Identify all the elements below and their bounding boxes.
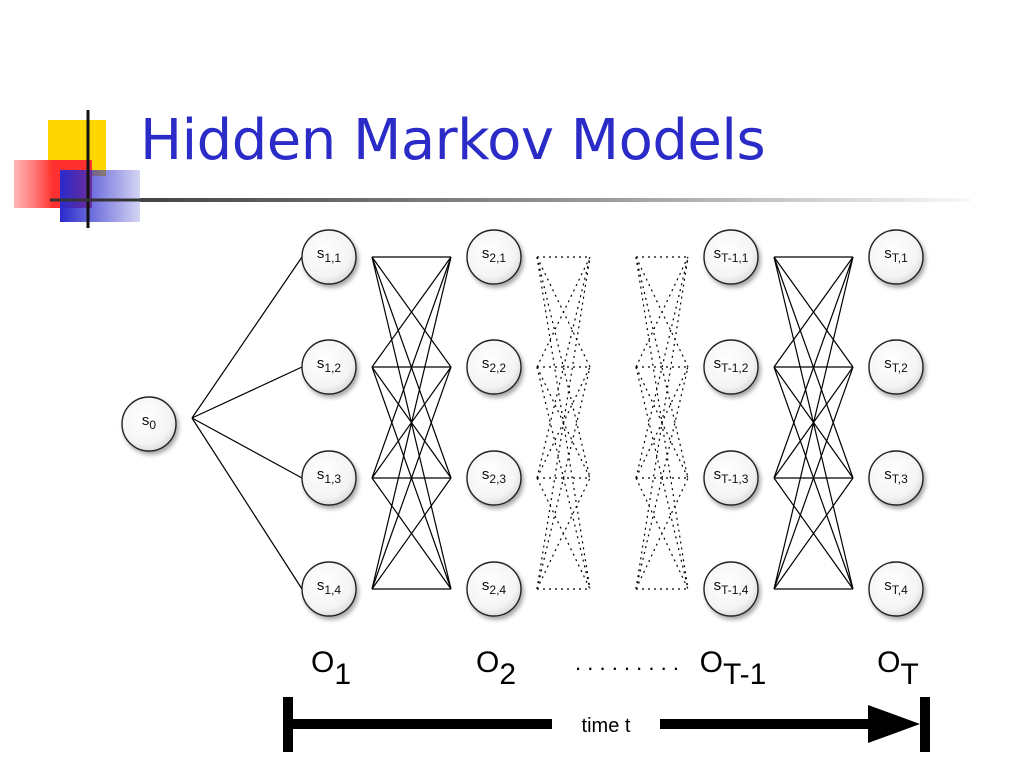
transition-edges — [191, 256, 854, 590]
title-decoration — [14, 110, 140, 228]
dotted-edge-left-4-1 — [536, 256, 591, 590]
state-node-4-2-label: sT,2 — [884, 355, 908, 375]
dotted-edge-right-4-1 — [635, 256, 689, 590]
state-node-3-2: sT-1,2 — [703, 339, 759, 395]
state-node-1-1-label: s1,1 — [317, 245, 342, 265]
dotted-edge-left-3-1 — [536, 256, 591, 479]
state-node-4-4: sT,4 — [868, 561, 924, 617]
timeline-end-tick — [920, 697, 930, 752]
start-edge-1 — [191, 256, 303, 419]
state-node-4-2: sT,2 — [868, 339, 924, 395]
state-node-1-2-label: s1,2 — [317, 355, 342, 375]
dotted-edge-left-1-3 — [536, 256, 591, 479]
transition-edge-T-3-1 — [773, 256, 854, 479]
state-node-4-3-label: sT,3 — [884, 466, 908, 486]
state-node-4-1: sT,1 — [868, 229, 924, 285]
observation-label-3: OT-1 — [700, 646, 767, 691]
transition-edge-1-2-2-1 — [371, 256, 452, 368]
state-node-1-3: s1,3 — [301, 450, 357, 506]
state-node-2-3: s2,3 — [466, 450, 522, 506]
state-node-2-2-label: s2,2 — [482, 355, 507, 375]
transition-edge-T-4-2 — [773, 366, 854, 590]
state-node-1-3-label: s1,3 — [317, 466, 342, 486]
state-nodes: s0 s1,1 s1,2 s1,3 s1,4 s2,1 s2,2 s2,3 s2,4 sT-1,1… — [121, 229, 924, 617]
transition-edge-1-2-3-1 — [371, 256, 452, 479]
state-node-3-3-label: sT-1,3 — [714, 466, 749, 486]
transition-edge-1-2-4-2 — [371, 366, 452, 590]
transition-edge-1-2-4-3 — [371, 477, 452, 590]
state-node-4-3: sT,3 — [868, 450, 924, 506]
slide-title: Hidden Markov Models — [140, 108, 766, 173]
state-node-2-3-label: s2,3 — [482, 466, 507, 486]
timeline-label: time t — [582, 715, 631, 737]
start-edge-4 — [191, 417, 303, 590]
state-node-1-4: s1,4 — [301, 561, 357, 617]
state-node-start: s0 — [121, 396, 177, 452]
dotted-edge-left-4-3 — [536, 477, 591, 590]
dotted-edge-right-1-3 — [635, 256, 689, 479]
dotted-edge-left-2-1 — [536, 256, 591, 368]
dotted-edge-right-4-3 — [635, 477, 689, 590]
state-node-start-label: s0 — [142, 412, 157, 432]
state-node-1-1: s1,1 — [301, 229, 357, 285]
state-node-1-4-label: s1,4 — [317, 577, 342, 597]
state-node-3-3: sT-1,3 — [703, 450, 759, 506]
title-underline — [140, 198, 970, 202]
timeline: time t — [283, 697, 930, 752]
observation-label-2: O2 — [476, 646, 516, 691]
state-node-3-1: sT-1,1 — [703, 229, 759, 285]
state-node-3-4-label: sT-1,4 — [714, 577, 749, 597]
state-node-4-4-label: sT,4 — [884, 577, 908, 597]
state-node-2-2: s2,2 — [466, 339, 522, 395]
observation-labels: O1 O2 OT-1 OT . . . . . . . . . — [311, 646, 919, 691]
transition-edge-T-4-1 — [773, 256, 854, 590]
state-node-3-4: sT-1,4 — [703, 561, 759, 617]
state-node-3-1-label: sT-1,1 — [714, 245, 749, 265]
start-edge-2 — [191, 366, 303, 419]
state-node-2-1: s2,1 — [466, 229, 522, 285]
state-node-2-4-label: s2,4 — [482, 577, 507, 597]
dotted-edge-right-3-1 — [635, 256, 689, 479]
observation-label-4: OT — [877, 646, 919, 691]
transition-edge-T-2-1 — [773, 256, 854, 368]
state-node-2-1-label: s2,1 — [482, 245, 507, 265]
timeline-arrowhead — [868, 705, 920, 743]
observation-label-1: O1 — [311, 646, 351, 691]
start-edge-3 — [191, 417, 303, 479]
deco-blue-bar — [60, 170, 140, 222]
transition-edge-T-4-3 — [773, 477, 854, 590]
dotted-edge-right-4-2 — [635, 366, 689, 590]
state-node-3-2-label: sT-1,2 — [714, 355, 749, 375]
transition-edge-1-2-4-1 — [371, 256, 452, 590]
dotted-edge-left-4-2 — [536, 366, 591, 590]
state-node-2-4: s2,4 — [466, 561, 522, 617]
dotted-edge-right-2-1 — [635, 256, 689, 368]
observation-ellipsis: . . . . . . . . . — [575, 650, 679, 675]
state-node-1-2: s1,2 — [301, 339, 357, 395]
state-node-4-1-label: sT,1 — [884, 245, 908, 265]
